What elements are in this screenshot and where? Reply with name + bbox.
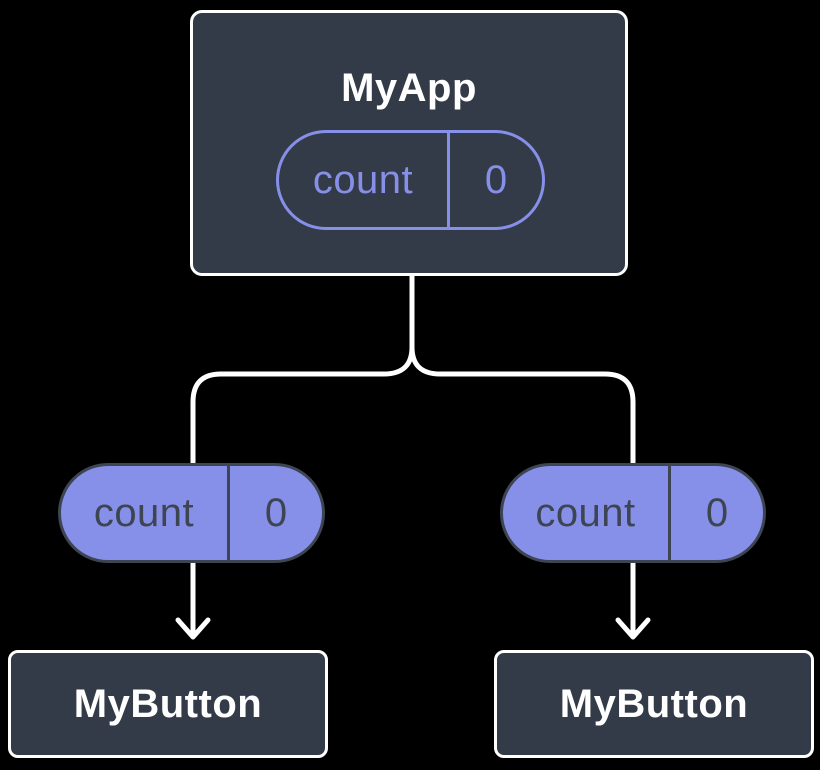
root-component-node: MyApp count 0 <box>190 10 628 276</box>
prop-pill-left: count 0 <box>58 463 325 563</box>
state-pill-name: count <box>312 157 414 202</box>
edge-root-to-left-pill <box>190 273 415 466</box>
arrowhead-left-icon <box>175 617 211 640</box>
prop-pill-right-name: count <box>535 490 636 535</box>
right-child-component-node: MyButton <box>494 650 814 758</box>
edge-root-to-right-pill <box>409 344 636 466</box>
prop-pill-left-name: count <box>93 490 195 535</box>
prop-pill-right-value: 0 <box>668 466 763 560</box>
root-component-label: MyApp <box>341 66 477 110</box>
prop-pill-left-value: 0 <box>227 466 322 560</box>
state-pill: count 0 <box>276 130 545 230</box>
arrowhead-right-icon <box>615 617 651 640</box>
left-child-component-node: MyButton <box>8 650 328 758</box>
right-child-component-label: MyButton <box>559 681 749 726</box>
state-pill-value: 0 <box>447 133 542 227</box>
left-child-component-label: MyButton <box>73 681 263 726</box>
prop-pill-right: count 0 <box>500 463 766 563</box>
